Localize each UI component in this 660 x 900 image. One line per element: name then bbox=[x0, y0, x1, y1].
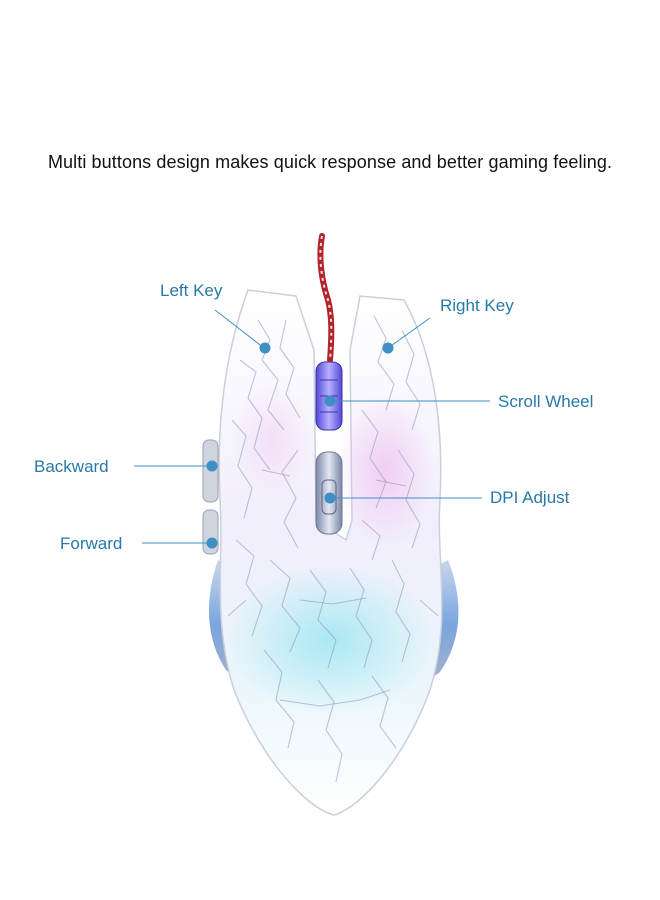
dpi-adjust-dot bbox=[324, 492, 336, 504]
callout-dpi-adjust: DPI Adjust bbox=[490, 488, 570, 507]
backward-dot bbox=[206, 460, 218, 472]
callout-left-key: Left Key bbox=[160, 281, 223, 300]
left-key-leader bbox=[214, 309, 265, 349]
mouse-body bbox=[218, 289, 443, 816]
scroll-wheel-dot bbox=[324, 395, 336, 407]
side-buttons bbox=[202, 439, 219, 555]
callout-right-key: Right Key bbox=[440, 296, 514, 315]
leader-lines bbox=[134, 309, 490, 544]
right-key-dot bbox=[382, 342, 394, 354]
cable bbox=[317, 233, 335, 363]
forward-dot bbox=[206, 537, 218, 549]
crack-pattern bbox=[227, 315, 439, 783]
callout-scroll-wheel: Scroll Wheel bbox=[498, 392, 594, 411]
callout-backward: Backward bbox=[34, 457, 109, 476]
right-key-leader bbox=[387, 317, 431, 349]
left-key-dot bbox=[259, 342, 271, 354]
leader-dots bbox=[206, 342, 394, 549]
callout-forward: Forward bbox=[60, 534, 123, 553]
headline: Multi buttons design makes quick respons… bbox=[47, 152, 613, 172]
